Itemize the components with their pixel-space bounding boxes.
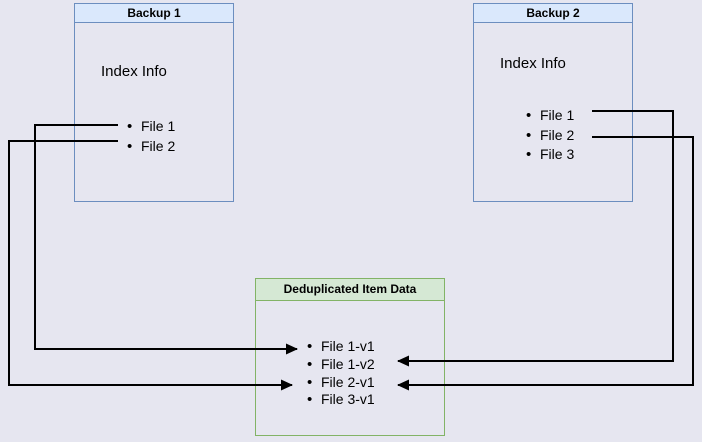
dedup-title: Deduplicated Item Data bbox=[256, 279, 444, 301]
dedup-item: File 1-v2 bbox=[307, 356, 375, 374]
backup2-file-item: File 2 bbox=[526, 126, 574, 146]
backup2-file-list: File 1 File 2 File 3 bbox=[526, 106, 574, 165]
dedup-item: File 3-v1 bbox=[307, 391, 375, 409]
backup1-file-list: File 1 File 2 bbox=[127, 117, 175, 156]
dedup-item: File 1-v1 bbox=[307, 338, 375, 356]
dedup-box: Deduplicated Item Data File 1-v1 File 1-… bbox=[255, 278, 445, 436]
backup1-index-info-label: Index Info bbox=[101, 63, 167, 80]
backup2-box: Backup 2 Index Info File 1 File 2 File 3 bbox=[473, 3, 633, 202]
backup1-box: Backup 1 Index Info File 1 File 2 bbox=[74, 3, 234, 202]
dedup-item-list: File 1-v1 File 1-v2 File 2-v1 File 3-v1 bbox=[307, 338, 375, 409]
backup2-title: Backup 2 bbox=[474, 4, 632, 23]
backup1-file-item: File 2 bbox=[127, 137, 175, 157]
backup2-index-info-label: Index Info bbox=[500, 55, 566, 72]
backup1-title: Backup 1 bbox=[75, 4, 233, 23]
backup2-file-item: File 3 bbox=[526, 145, 574, 165]
backup1-file-item: File 1 bbox=[127, 117, 175, 137]
dedup-item: File 2-v1 bbox=[307, 374, 375, 392]
backup2-file-item: File 1 bbox=[526, 106, 574, 126]
